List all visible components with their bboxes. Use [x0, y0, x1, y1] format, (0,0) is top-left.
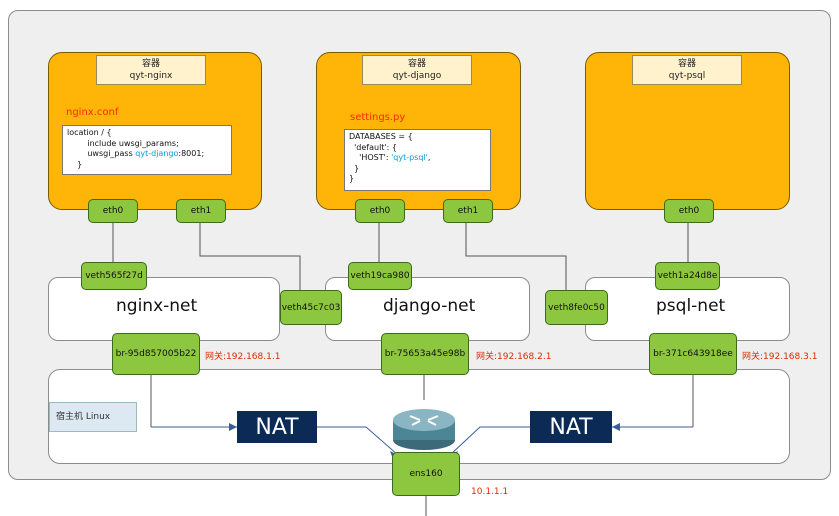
- settings-py-code: DATABASES = { 'default': { 'HOST': 'qyt-…: [344, 129, 491, 191]
- host-linux-label: 宿主机 Linux: [49, 402, 137, 432]
- bridge-psql-net: br-371c643918ee: [649, 333, 737, 375]
- settings-py-title: settings.py: [350, 112, 406, 123]
- ens160-iface: ens160: [392, 452, 460, 496]
- ens160-ip: 10.1.1.1: [471, 487, 509, 497]
- nginx-eth0-iface: eth0: [88, 199, 138, 223]
- veth-django-from-nginx: veth45c7c03: [280, 290, 342, 325]
- nginx-conf-code: location / { include uwsgi_params; uwsgi…: [62, 125, 232, 175]
- nat-left: NAT: [237, 411, 317, 443]
- nginx-eth1-iface: eth1: [176, 199, 226, 223]
- nginx-conf-title: nginx.conf: [66, 107, 119, 118]
- bridge-django-net: br-75653a45e98b: [381, 333, 469, 375]
- django-net-label: django-net: [383, 296, 476, 316]
- veth-django: veth19ca980: [348, 262, 412, 290]
- nginx-net-label: nginx-net: [116, 296, 198, 316]
- router-icon: [393, 409, 455, 450]
- django-eth1-iface: eth1: [443, 199, 493, 223]
- nat-right: NAT: [530, 411, 612, 443]
- veth-nginx: veth565f27d: [81, 262, 147, 290]
- bridge-nginx-net: br-95d857005b22: [112, 333, 200, 375]
- gateway-django-net: 网关:192.168.2.1: [476, 352, 552, 362]
- gateway-psql-net: 网关:192.168.3.1: [742, 352, 818, 362]
- veth-psql: veth1a24d8e: [655, 262, 720, 290]
- psql-eth0-iface: eth0: [664, 199, 714, 223]
- django-eth0-iface: eth0: [355, 199, 405, 223]
- veth-psql-from-django: veth8fe0c50: [545, 290, 608, 325]
- psql-net-label: psql-net: [656, 296, 726, 316]
- gateway-nginx-net: 网关:192.168.1.1: [205, 352, 281, 362]
